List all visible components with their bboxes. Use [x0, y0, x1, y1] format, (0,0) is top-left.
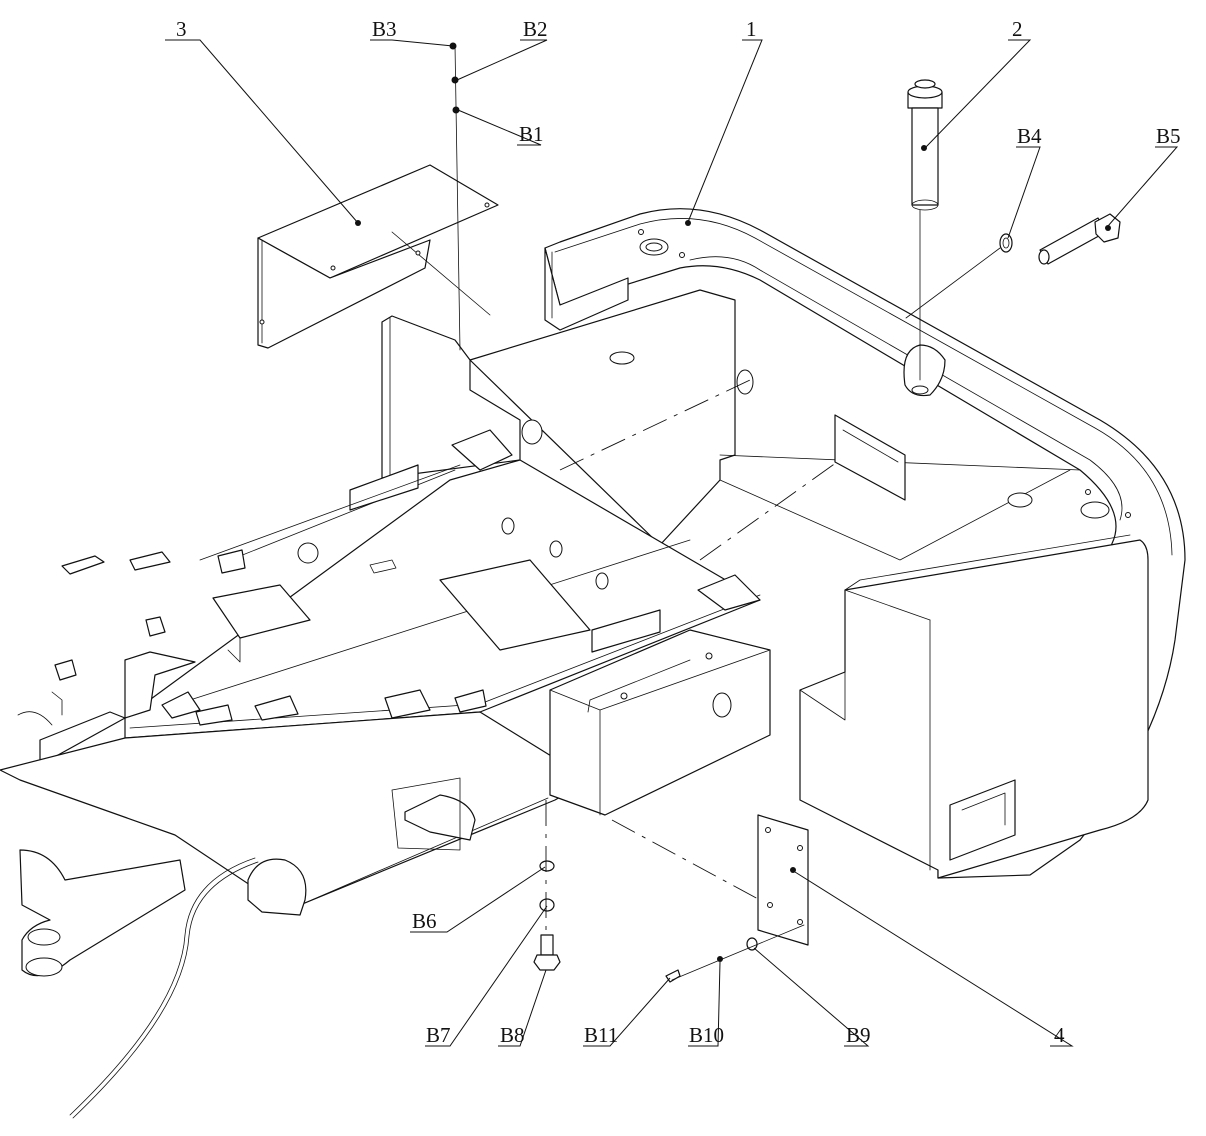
battery-box — [549, 629, 771, 816]
callout-b6: B6 — [412, 909, 437, 933]
callout-3: 3 — [176, 17, 187, 41]
callout-b10: B10 — [689, 1023, 724, 1047]
callout-b7: B7 — [426, 1023, 451, 1047]
callout-b8: B8 — [500, 1023, 525, 1047]
mounting-plate-4 — [757, 814, 809, 946]
pin-2 — [907, 79, 943, 211]
fasteners-bottom — [533, 860, 758, 983]
callout-b5: B5 — [1156, 124, 1181, 148]
callout-b9: B9 — [846, 1023, 871, 1047]
callout-labels: 3 1 2 4 B3 B2 B1 B4 B5 B6 B7 B8 B11 B10 … — [176, 17, 1181, 1047]
leader-lines — [165, 39, 1179, 1047]
callout-4: 4 — [1054, 1023, 1065, 1047]
washer-b4 — [999, 233, 1013, 253]
callout-b11: B11 — [584, 1023, 618, 1047]
callout-b1: B1 — [519, 122, 544, 146]
cover-plate-3 — [257, 164, 499, 349]
chassis-frame — [0, 315, 761, 1119]
callout-b2: B2 — [523, 17, 548, 41]
callout-b4: B4 — [1017, 124, 1042, 148]
bolt-b5 — [1038, 213, 1121, 265]
callout-b3: B3 — [372, 17, 397, 41]
callout-1: 1 — [746, 17, 757, 41]
assembly-lines — [199, 44, 1001, 981]
counterweight-frame — [469, 208, 1186, 879]
fasteners-top — [449, 42, 460, 114]
callout-2: 2 — [1012, 17, 1023, 41]
